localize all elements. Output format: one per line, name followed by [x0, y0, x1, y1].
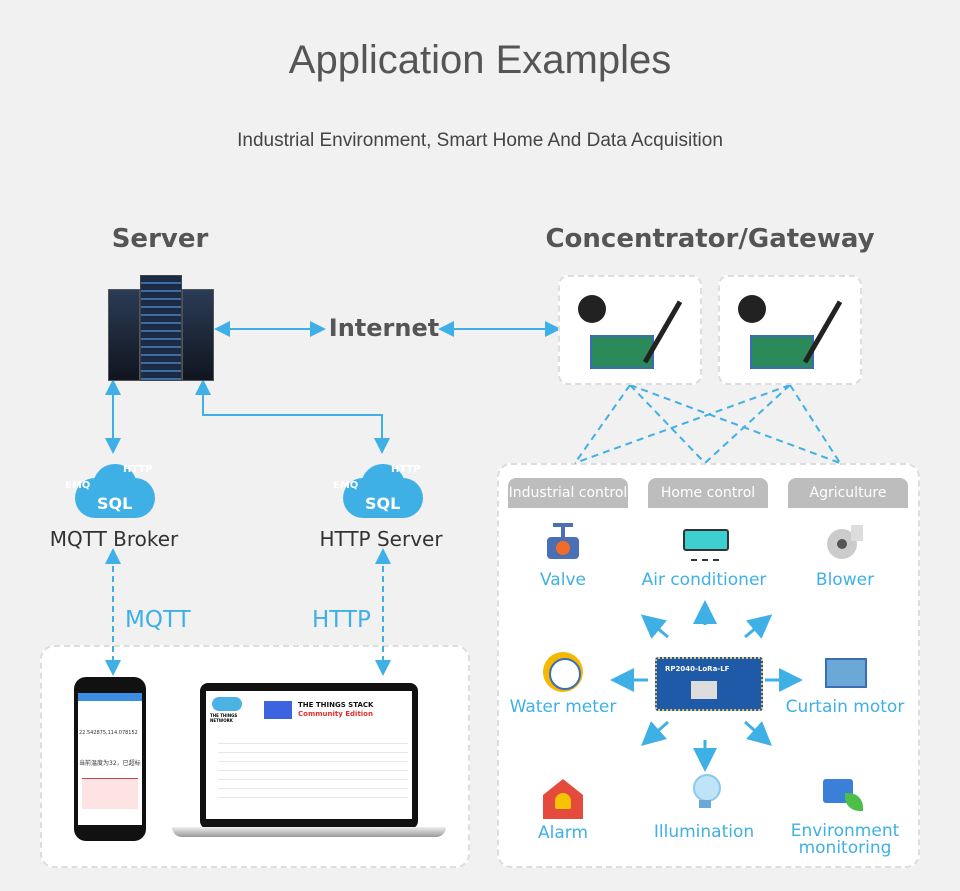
- air-conditioner-icon: [683, 523, 729, 567]
- phone-status: 当前温度为32，已超标: [79, 760, 141, 767]
- smartphone: 22.542875,114.078152 当前温度为32，已超标: [74, 677, 146, 841]
- phone-screen: 22.542875,114.078152 当前温度为32，已超标: [78, 693, 142, 825]
- http-server-label: HTTP Server: [319, 527, 443, 551]
- curtain-motor-icon: [823, 652, 867, 696]
- http-cloud-icon: EMQ SQL HTTP: [333, 458, 429, 522]
- ttn-brand: THE THINGS NETWORK: [210, 713, 238, 723]
- board-arrows: [610, 600, 803, 772]
- device-label-environment: Environment monitoring: [790, 821, 900, 858]
- valve-icon: [541, 523, 585, 567]
- gps-antenna-icon: [738, 295, 766, 323]
- alarm-icon: [541, 777, 585, 821]
- laptop-screen: THE THINGS NETWORK THE THINGS STACK Comm…: [206, 691, 412, 819]
- tab-home-control: Home control: [648, 478, 768, 508]
- device-label-valve: Valve: [540, 570, 586, 590]
- device-label-air-conditioner: Air conditioner: [641, 570, 767, 590]
- device-label-water-meter: Water meter: [509, 697, 617, 717]
- device-label-alarm: Alarm: [537, 823, 589, 843]
- board-label: RP2040-LoRa-LF: [665, 665, 730, 673]
- gateway-device-2: [718, 275, 862, 385]
- tab-agriculture-control: Agriculture control: [788, 478, 908, 531]
- gateway-board: [750, 335, 814, 369]
- gateway-heading: Concentrator/Gateway: [545, 224, 875, 254]
- rp2040-lora-board: RP2040-LoRa-LF: [655, 657, 763, 711]
- water-meter-icon: [541, 650, 585, 694]
- gateway-links: [574, 384, 841, 464]
- server-http-arrow: [195, 379, 390, 454]
- antenna-icon: [802, 300, 843, 364]
- device-label-illumination: Illumination: [653, 822, 755, 842]
- blower-icon: [823, 523, 867, 567]
- stack-edition: Community Edition: [298, 710, 373, 718]
- gateway-device-1: [558, 275, 702, 385]
- device-label-curtain-motor: Curtain motor: [785, 697, 905, 717]
- internet-label: Internet: [328, 314, 440, 342]
- message-table: [218, 735, 408, 805]
- server-heading: Server: [111, 224, 209, 254]
- environment-icon: [823, 777, 867, 821]
- http-protocol-label: HTTP: [312, 607, 371, 633]
- page-subtitle: Industrial Environment, Smart Home And D…: [237, 130, 723, 151]
- mqtt-broker-label: MQTT Broker: [49, 527, 179, 551]
- mqtt-protocol-label: MQTT: [125, 607, 191, 633]
- page-title: Application Examples: [288, 38, 672, 82]
- bulb-icon: [683, 772, 727, 816]
- ttn-cloud-icon: [212, 697, 242, 711]
- gateway-board: [590, 335, 654, 369]
- device-label-blower: Blower: [815, 570, 875, 590]
- stack-logo-icon: [264, 701, 292, 719]
- tab-industrial-control: Industrial control: [508, 478, 628, 508]
- gps-antenna-icon: [578, 295, 606, 323]
- phone-gps-value: 22.542875,114.078152: [79, 730, 138, 736]
- antenna-icon: [642, 300, 683, 364]
- mqtt-cloud-icon: EMQ SQL HTTP: [65, 458, 161, 522]
- laptop-base: [172, 827, 446, 837]
- laptop: THE THINGS NETWORK THE THINGS STACK Comm…: [200, 683, 418, 829]
- stack-title: THE THINGS STACK: [298, 701, 374, 709]
